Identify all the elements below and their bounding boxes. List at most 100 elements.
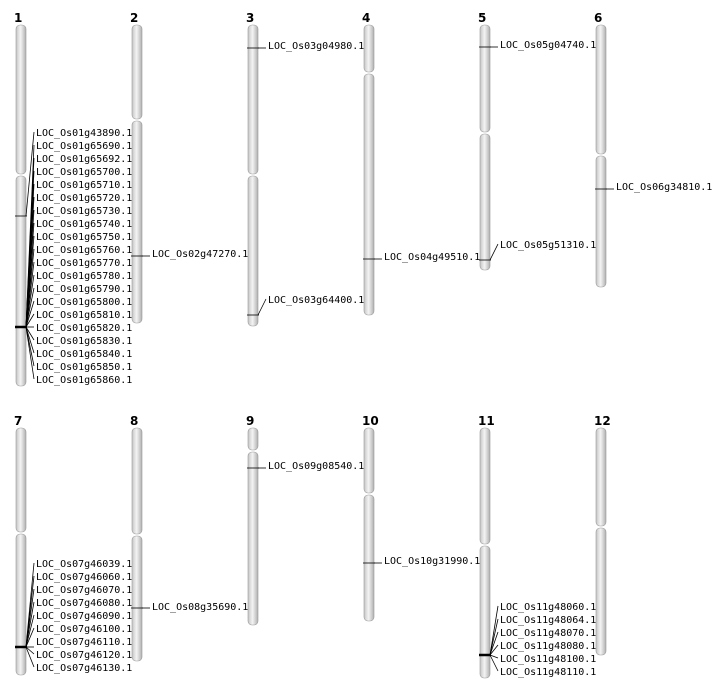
gene-label: LOC_Os01g65810.1 <box>36 310 132 321</box>
gene-label: LOC_Os05g51310.1 <box>500 240 596 251</box>
chromosome-number: 10 <box>362 414 379 428</box>
gene-label: LOC_Os07g46120.1 <box>36 650 132 661</box>
chromosome-arm-long <box>479 133 491 271</box>
chromosome-number: 11 <box>478 414 495 428</box>
chromosome-arm-long <box>595 527 607 656</box>
chromosome-arm-short <box>479 24 491 133</box>
chromosome-arm-short <box>363 24 375 73</box>
gene-label: LOC_Os01g65790.1 <box>36 284 132 295</box>
chromosome-arm-long <box>15 533 27 676</box>
chromosome-arm-long <box>247 451 259 626</box>
chromosome-7: 7LOC_Os07g46039.1LOC_Os07g46060.1LOC_Os0… <box>14 414 132 676</box>
gene-label: LOC_Os07g46100.1 <box>36 624 132 635</box>
gene-label: LOC_Os07g46110.1 <box>36 637 132 648</box>
gene-label: LOC_Os07g46090.1 <box>36 611 132 622</box>
gene-connector-line <box>25 646 35 655</box>
gene-connector-line <box>25 326 35 341</box>
chromosome-arm-long <box>131 535 143 662</box>
chromosome-arm-short <box>595 427 607 527</box>
gene-connector-line <box>25 313 35 328</box>
gene-label: LOC_Os07g46130.1 <box>36 663 132 674</box>
gene-label: LOC_Os01g65750.1 <box>36 232 132 243</box>
gene-connector-line <box>25 614 35 648</box>
gene-label: LOC_Os10g31990.1 <box>384 556 480 567</box>
gene-label: LOC_Os08g35690.1 <box>152 602 248 613</box>
gene-connector-line <box>257 298 267 316</box>
chromosome-arm-long <box>479 545 491 679</box>
gene-label: LOC_Os01g65780.1 <box>36 271 132 282</box>
gene-label: LOC_Os03g64400.1 <box>268 295 364 306</box>
chromosome-arm-long <box>247 175 259 327</box>
chromosome-number: 5 <box>478 11 486 25</box>
gene-label: LOC_Os01g65700.1 <box>36 167 132 178</box>
gene-connector-line <box>489 605 499 656</box>
chromosome-number: 2 <box>130 11 138 25</box>
gene-label: LOC_Os01g65710.1 <box>36 180 132 191</box>
gene-label: LOC_Os07g46070.1 <box>36 585 132 596</box>
chromosome-number: 8 <box>130 414 138 428</box>
chromosome-12: 12 <box>594 414 611 656</box>
gene-label: LOC_Os01g43890.1 <box>36 128 132 139</box>
gene-label: LOC_Os01g65720.1 <box>36 193 132 204</box>
gene-label: LOC_Os09g08540.1 <box>268 461 364 472</box>
gene-connector-line <box>489 654 499 659</box>
gene-label: LOC_Os06g34810.1 <box>616 182 712 193</box>
chromosome-number: 1 <box>14 11 22 25</box>
chromosome-arm-short <box>247 24 259 175</box>
gene-label: LOC_Os11g48110.1 <box>500 667 596 678</box>
gene-label: LOC_Os01g65730.1 <box>36 206 132 217</box>
gene-connector-line <box>25 326 35 354</box>
gene-label: LOC_Os01g65690.1 <box>36 141 132 152</box>
chromosome-1: 1LOC_Os01g43890.1LOC_Os01g65690.1LOC_Os0… <box>14 11 132 387</box>
gene-label: LOC_Os02g47270.1 <box>152 249 248 260</box>
gene-label: LOC_Os01g65692.1 <box>36 154 132 165</box>
chromosome-arm-short <box>247 427 259 451</box>
gene-label: LOC_Os01g65740.1 <box>36 219 132 230</box>
chromosome-arm-long <box>363 73 375 316</box>
gene-label: LOC_Os01g65830.1 <box>36 336 132 347</box>
gene-label: LOC_Os11g48070.1 <box>500 628 596 639</box>
chromosome-number: 12 <box>594 414 611 428</box>
gene-label: LOC_Os01g65840.1 <box>36 349 132 360</box>
chromosome-arm-long <box>15 175 27 387</box>
chromosome-arm-short <box>15 427 27 533</box>
gene-label: LOC_Os01g65820.1 <box>36 323 132 334</box>
gene-connector-line <box>489 618 499 656</box>
gene-label: LOC_Os01g65770.1 <box>36 258 132 269</box>
chromosome-arm-long <box>363 494 375 622</box>
chromosome-number: 9 <box>246 414 254 428</box>
gene-connector-line <box>25 287 35 328</box>
chromosome-number: 6 <box>594 11 602 25</box>
gene-label: LOC_Os07g46080.1 <box>36 598 132 609</box>
chromosome-11: 11LOC_Os11g48060.1LOC_Os11g48064.1LOC_Os… <box>478 414 596 679</box>
gene-label: LOC_Os11g48080.1 <box>500 641 596 652</box>
gene-connector-line <box>25 326 35 380</box>
gene-connector-line <box>25 300 35 328</box>
chromosome-arm-long <box>595 155 607 288</box>
gene-connector-line <box>25 627 35 648</box>
gene-connector-line <box>25 274 35 328</box>
gene-label: LOC_Os01g65850.1 <box>36 362 132 373</box>
gene-connector-line <box>489 631 499 656</box>
gene-connector-line <box>489 644 499 656</box>
chromosome-arm-long <box>131 120 143 324</box>
chromosome-arm-short <box>595 24 607 155</box>
gene-label: LOC_Os07g46039.1 <box>36 559 132 570</box>
gene-connector-line <box>25 601 35 648</box>
chromosome-arm-short <box>479 427 491 545</box>
gene-label: LOC_Os01g65760.1 <box>36 245 132 256</box>
gene-label: LOC_Os03g04980.1 <box>268 41 364 52</box>
gene-label: LOC_Os11g48100.1 <box>500 654 596 665</box>
chromosome-number: 3 <box>246 11 254 25</box>
chromosome-arm-short <box>363 427 375 494</box>
gene-label: LOC_Os01g65800.1 <box>36 297 132 308</box>
chromosome-number: 7 <box>14 414 22 428</box>
gene-connector-line <box>25 646 35 668</box>
